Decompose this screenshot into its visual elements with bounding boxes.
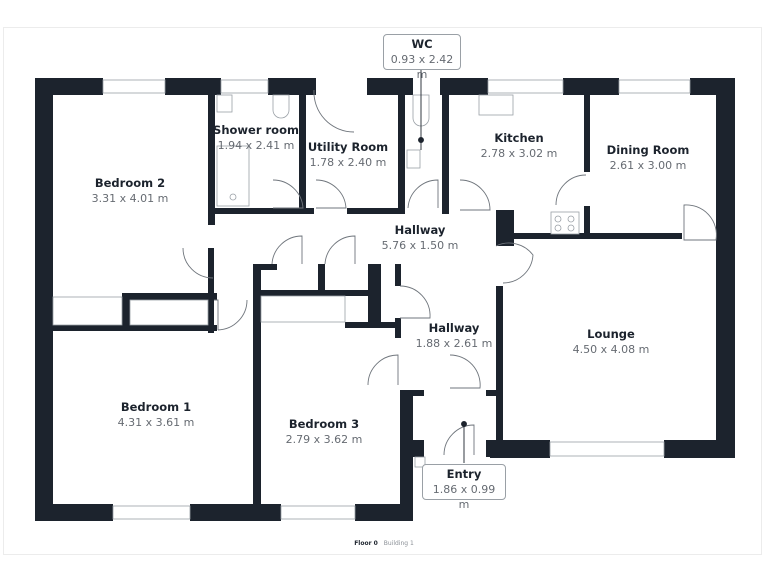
wall-outer-left (35, 78, 53, 521)
pointer-dot (461, 421, 467, 427)
hob-ring (554, 224, 562, 232)
fixtures (52, 94, 580, 468)
wall-top (563, 78, 619, 95)
wall-top (268, 78, 316, 95)
wall-top (35, 78, 103, 95)
pointer-lines (418, 66, 467, 463)
door-swing (683, 204, 717, 241)
wall-entry (400, 440, 424, 457)
wall-interior (496, 210, 514, 246)
building-label: Building 1 (383, 540, 414, 547)
wardrobe (52, 296, 123, 326)
floor-caption: Floor 0 Building 1 (0, 540, 768, 547)
wall-interior (395, 264, 401, 286)
doors (182, 89, 717, 456)
room-name: WC (411, 37, 433, 51)
wall-interior (122, 293, 130, 331)
wall-top (440, 78, 488, 95)
door-swing (495, 242, 534, 284)
door-swing (272, 179, 304, 209)
wall-interior (442, 90, 449, 214)
window (549, 441, 665, 457)
door-swing (182, 247, 214, 279)
wall-interior (253, 264, 261, 504)
door-swing (555, 174, 587, 206)
hob-icon (550, 211, 580, 235)
door-swing (214, 299, 248, 331)
room-label-entry: Entry 1.86 x 0.99 m (422, 464, 506, 511)
wall-interior (442, 208, 447, 214)
hob-ring (554, 215, 562, 223)
wall-outer-right (716, 78, 735, 458)
wall-interior (53, 325, 217, 331)
wall-interior (584, 206, 590, 239)
room-label-wc: WC 0.93 x 2.42 m (383, 34, 461, 81)
door-swing (315, 179, 347, 209)
window (618, 79, 691, 94)
wall-interior (208, 90, 215, 225)
wall-bottom (35, 504, 113, 521)
wall-bottom (490, 440, 550, 458)
wall-interior (299, 90, 306, 214)
wardrobe (129, 299, 209, 326)
window (487, 79, 564, 94)
door-swing (367, 354, 399, 386)
wall-interior (496, 286, 503, 456)
door-swing (443, 424, 475, 456)
wall-entry-left (400, 395, 413, 521)
wall-interior (486, 390, 500, 396)
toilet-icon (272, 94, 290, 119)
window (220, 79, 269, 94)
floorplan-frame (3, 27, 762, 555)
hob-ring (567, 215, 575, 223)
wall-interior (345, 322, 401, 328)
pointer-dot (418, 137, 424, 143)
wall-interior (253, 264, 277, 270)
door-swing (313, 89, 355, 133)
window (102, 79, 166, 94)
wall-interior (496, 233, 682, 239)
wall-interior (398, 90, 405, 214)
windows (102, 79, 691, 520)
wardrobe (260, 295, 346, 323)
wall-interior (400, 390, 424, 396)
wall-interior (347, 208, 401, 214)
floor-label: Floor 0 (354, 540, 378, 547)
sink-icon (406, 149, 421, 169)
door-swing (271, 235, 303, 265)
door-swing (399, 285, 431, 319)
wall-interior (318, 264, 325, 296)
room-name: Entry (446, 467, 482, 481)
wall-interior (253, 290, 381, 296)
room-dimensions: 0.93 x 2.42 m (390, 53, 454, 81)
door-swing (407, 179, 439, 209)
hob-ring (567, 224, 575, 232)
door-swing (449, 354, 481, 389)
wall-bottom (664, 440, 735, 458)
wall-bottom (355, 504, 413, 521)
step-icon (414, 456, 426, 468)
wall-bottom (190, 504, 281, 521)
walls (35, 78, 735, 521)
door-swing (459, 179, 491, 211)
wall-interior (368, 264, 381, 328)
wall-top (165, 78, 221, 95)
wall-interior (208, 248, 214, 333)
sink-icon (216, 94, 233, 113)
window (280, 505, 356, 520)
wall-interior (299, 208, 314, 214)
window (112, 505, 191, 520)
room-dimensions: 1.86 x 0.99 m (432, 483, 496, 511)
wall-interior (122, 293, 217, 300)
wall-interior (208, 208, 303, 214)
wall-interior (584, 90, 590, 172)
shower-drain-icon (229, 193, 237, 201)
kitchen-sink-icon (478, 94, 514, 116)
door-swing (324, 235, 356, 265)
wall-interior (395, 318, 401, 338)
